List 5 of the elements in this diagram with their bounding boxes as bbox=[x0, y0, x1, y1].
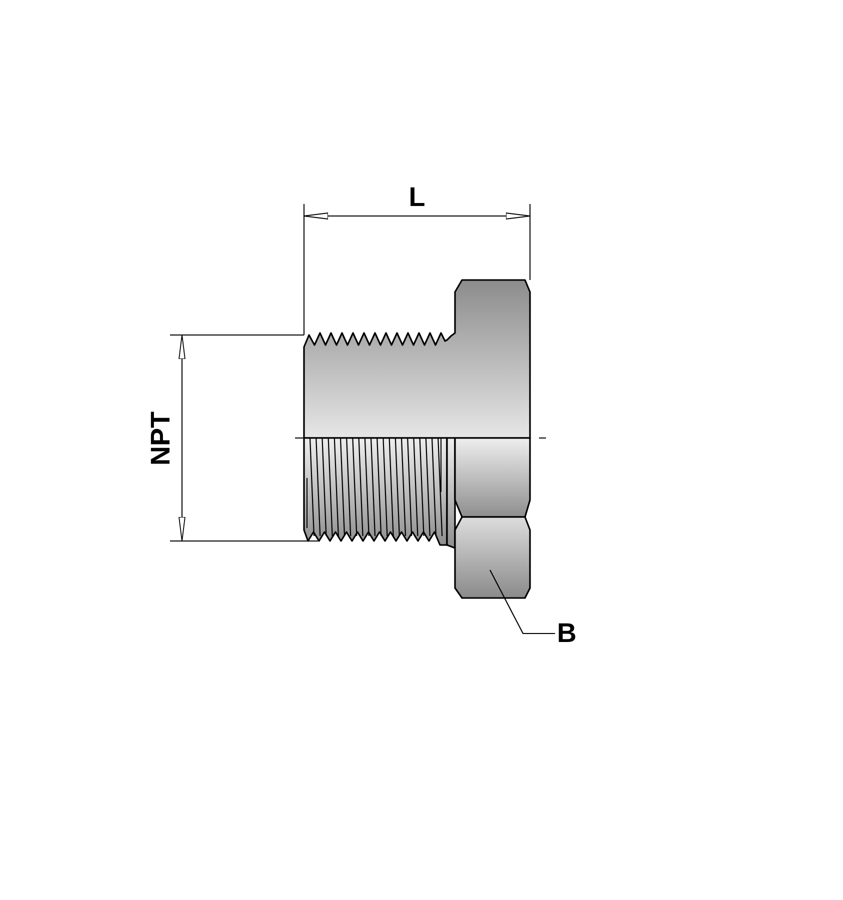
part-label: B bbox=[557, 620, 576, 647]
dimension-label: NPT bbox=[148, 411, 174, 465]
leader-line bbox=[490, 570, 555, 634]
hex-flat-face bbox=[454, 516, 531, 599]
dimension-label: L bbox=[408, 184, 426, 210]
